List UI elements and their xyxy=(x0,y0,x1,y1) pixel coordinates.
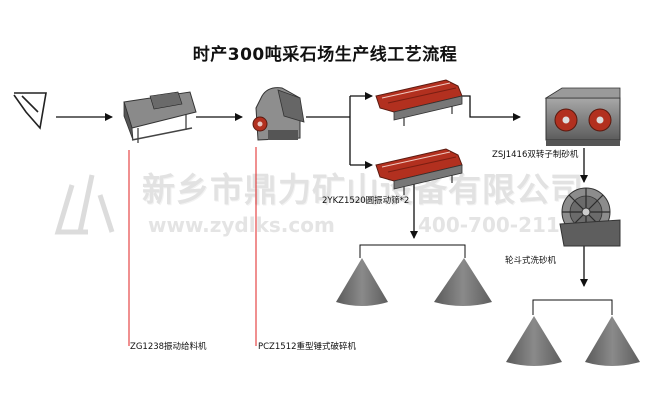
diagram-title: 时产300吨采石场生产线工艺流程 xyxy=(192,45,458,65)
label-crusher: PCZ1512重型锤式破碎机 xyxy=(258,342,357,352)
sand-pile-3 xyxy=(506,316,562,366)
label-washer: 轮斗式洗砂机 xyxy=(505,256,557,266)
hammer-crusher-icon xyxy=(252,87,305,141)
double-rotor-sand-maker-icon xyxy=(544,87,621,146)
sand-pile-1 xyxy=(336,258,388,306)
vibrating-feeder-icon xyxy=(123,91,197,143)
sand-pile-4 xyxy=(585,316,640,366)
label-feeder: ZG1238振动给料机 xyxy=(130,342,207,352)
pile-bracket-1 xyxy=(359,244,466,258)
hopper-icon xyxy=(13,92,47,130)
pile-bracket-2 xyxy=(532,299,613,315)
vibrating-screen-bottom-icon xyxy=(375,148,463,195)
watermark-company: 新乡市鼎力矿山设备有限公司 xyxy=(142,170,584,209)
arrow-screen-to-roller xyxy=(462,95,521,121)
label-roller: ZSJ1416双转子制砂机 xyxy=(492,150,579,160)
sand-washer-icon xyxy=(559,187,621,247)
watermark-url: www.zydlks.com xyxy=(148,213,335,237)
vibrating-screen-top-icon xyxy=(375,79,463,126)
label-screen: 2YKZ1520圆振动筛*2 xyxy=(322,196,410,206)
watermark-phone: 400-700-211 xyxy=(418,213,560,237)
watermark-logo xyxy=(54,174,115,235)
sand-pile-2 xyxy=(434,258,492,306)
